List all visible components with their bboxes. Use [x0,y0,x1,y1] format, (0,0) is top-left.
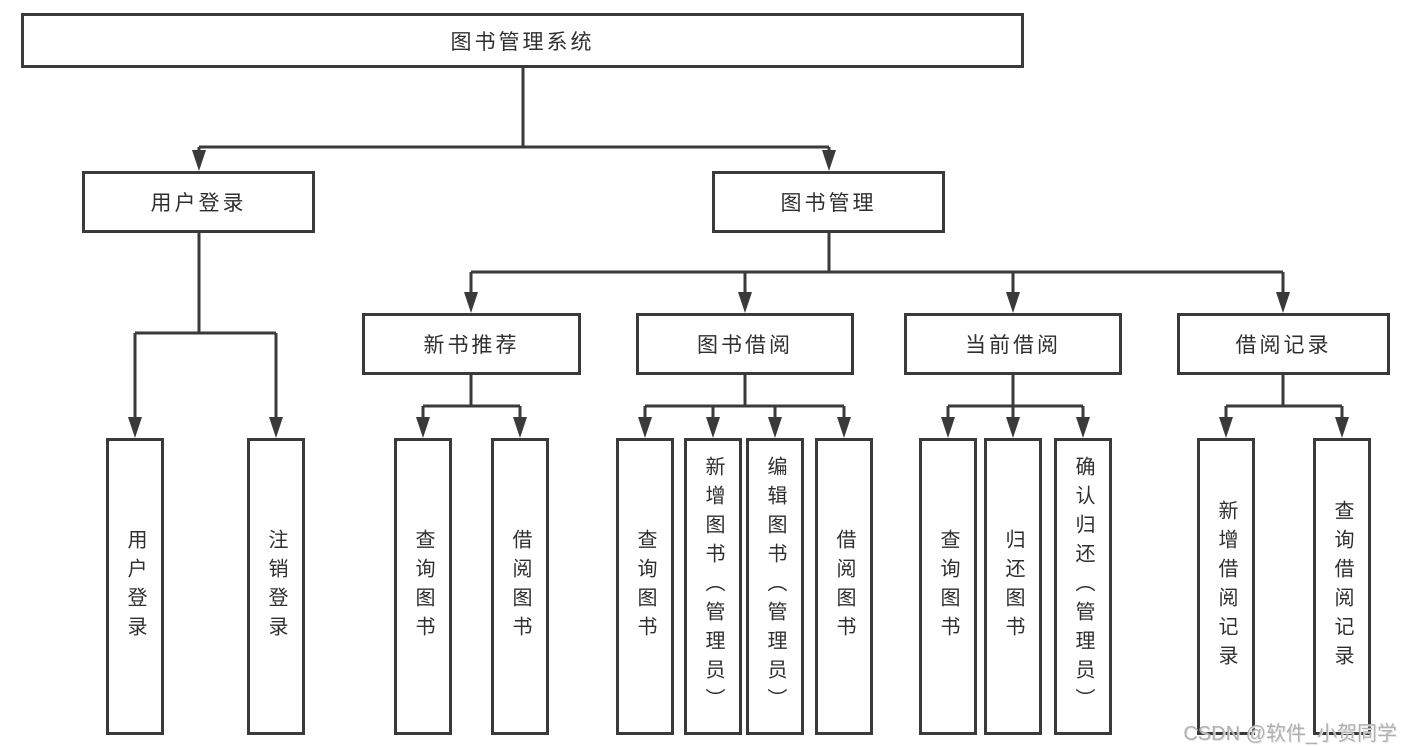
leaf-label: 借阅图书 [833,528,855,645]
node-library-system: 图书管理系统 [21,13,1024,68]
csdn-watermark: CSDN @软件_小贺同学 [1183,723,1397,745]
leaf-return-books: 归还图书 [984,438,1042,735]
leaf-label: 查询图书 [634,528,656,645]
leaf-query-borrow-record: 查询借阅记录 [1313,438,1371,735]
node-label: 当前借阅 [965,334,1061,357]
leaf-label: 编辑图书（管理员） [764,456,786,717]
leaf-add-books-admin: 新增图书（管理员） [684,438,742,735]
node-book-borrow: 图书借阅 [636,313,854,375]
leaf-label: 新增图书（管理员） [702,456,724,717]
leaf-logout: 注销登录 [247,438,305,735]
node-label: 图书管理系统 [450,30,595,54]
leaf-label: 查询图书 [937,528,959,645]
leaf-confirm-return-admin: 确认归还（管理员） [1054,438,1112,735]
node-label: 新书推荐 [423,334,520,357]
node-book-management: 图书管理 [712,171,945,233]
node-label: 图书管理 [780,192,877,215]
node-current-borrow: 当前借阅 [904,313,1122,375]
node-new-book-recommend: 新书推荐 [362,313,581,375]
leaf-add-borrow-record: 新增借阅记录 [1197,438,1255,735]
leaf-borrow-books: 借阅图书 [815,438,873,735]
leaf-query-books-recommend: 查询图书 [394,438,452,735]
node-label: 用户登录 [150,192,247,215]
node-label: 图书借阅 [697,334,793,357]
leaf-label: 用户登录 [124,528,146,645]
leaf-label: 查询图书 [412,528,434,645]
node-label: 借阅记录 [1235,334,1332,357]
leaf-label: 查询借阅记录 [1331,499,1353,674]
leaf-label: 归还图书 [1002,528,1024,645]
leaf-query-books-current: 查询图书 [919,438,977,735]
leaf-label: 确认归还（管理员） [1072,456,1094,717]
leaf-borrow-books-recommend: 借阅图书 [491,438,549,735]
leaf-edit-books-admin: 编辑图书（管理员） [746,438,804,735]
leaf-user-login: 用户登录 [106,438,164,735]
leaf-query-books-borrow: 查询图书 [616,438,674,735]
node-user-login: 用户登录 [82,171,315,233]
leaf-label: 新增借阅记录 [1215,499,1237,674]
leaf-label: 注销登录 [265,528,287,645]
node-borrow-records: 借阅记录 [1177,313,1390,375]
leaf-label: 借阅图书 [509,528,531,645]
